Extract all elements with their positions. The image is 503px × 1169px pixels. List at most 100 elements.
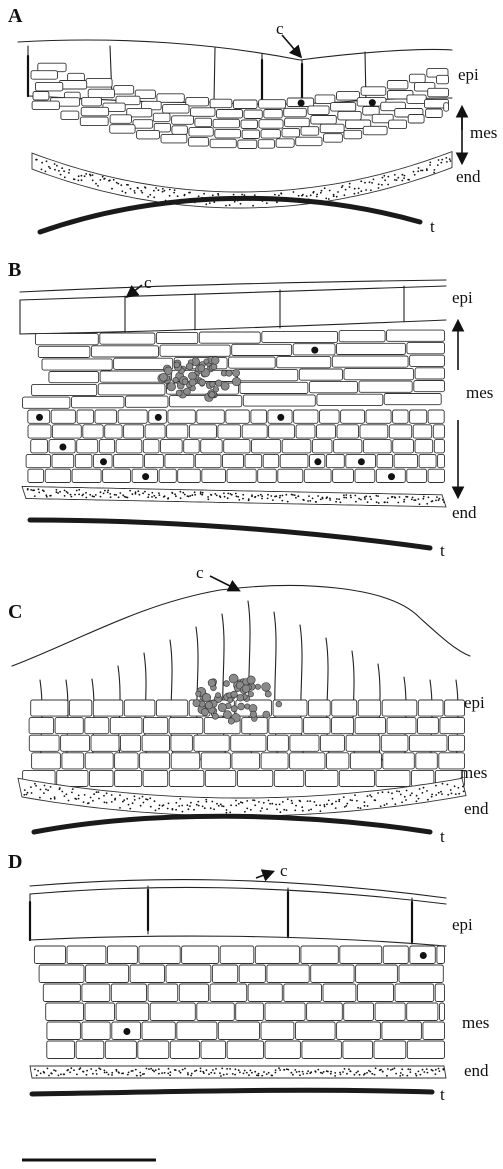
endodermis-speckle — [278, 195, 280, 197]
cell — [210, 99, 232, 108]
cell — [343, 1041, 373, 1059]
cell — [280, 454, 308, 467]
endodermis-speckle — [449, 158, 451, 160]
cell — [103, 469, 131, 482]
endodermis-speckle — [155, 1069, 157, 1071]
endodermis-speckle — [238, 803, 240, 805]
endodermis-speckle — [325, 198, 327, 200]
cell — [304, 469, 331, 482]
endodermis-speckle — [394, 1067, 396, 1069]
endodermis-speckle — [236, 495, 238, 497]
panel-a-mesophyll — [31, 63, 449, 148]
cell — [165, 454, 194, 467]
endodermis-speckle — [100, 491, 102, 493]
endodermis-speckle — [428, 496, 430, 498]
cell — [255, 946, 299, 964]
cell — [418, 700, 443, 716]
endodermis-speckle — [420, 1074, 422, 1076]
endodermis-speckle — [104, 178, 106, 180]
endodermis-speckle — [384, 179, 386, 181]
endodermis-speckle — [53, 1069, 55, 1071]
endodermis-speckle — [78, 798, 80, 800]
cell — [440, 718, 465, 734]
cell — [238, 370, 298, 381]
endodermis-speckle — [61, 167, 63, 169]
cell — [110, 718, 142, 734]
endodermis-speckle — [315, 804, 317, 806]
endodermis-speckle — [206, 1069, 208, 1071]
endodermis-speckle — [155, 497, 157, 499]
cell — [167, 425, 188, 438]
endodermis-speckle — [130, 188, 132, 190]
endodermis-speckle — [45, 171, 47, 173]
cell — [237, 770, 272, 786]
endodermis-speckle — [258, 1075, 260, 1077]
endodermis-speckle — [200, 491, 202, 493]
endodermis-speckle — [411, 792, 413, 794]
endodermis-speckle — [234, 1074, 236, 1076]
endodermis-speckle — [394, 803, 396, 805]
endodermis-speckle — [440, 162, 442, 164]
cell — [82, 1022, 110, 1040]
cell — [294, 410, 318, 423]
endodermis-speckle — [128, 804, 130, 806]
cell — [387, 718, 416, 734]
cell — [267, 965, 309, 983]
endodermis-speckle — [308, 809, 310, 811]
endodermis-speckle — [407, 1068, 409, 1070]
crystal-cluster-part — [201, 708, 208, 715]
endodermis-speckle — [283, 809, 285, 811]
endodermis-speckle — [103, 493, 105, 495]
cell — [337, 425, 359, 438]
endodermis-speckle — [125, 496, 127, 498]
panel-a-c-label: c — [276, 19, 284, 38]
endodermis-speckle — [391, 792, 393, 794]
endodermis-speckle — [153, 190, 155, 192]
endodermis-speckle — [382, 177, 384, 179]
endodermis-speckle — [164, 190, 166, 192]
endodermis-speckle — [381, 184, 383, 186]
endodermis-speckle — [291, 1072, 293, 1074]
endodermis-speckle — [147, 799, 149, 801]
cell — [248, 984, 282, 1002]
endodermis-speckle — [423, 1071, 425, 1073]
endodermis-speckle — [455, 793, 457, 795]
endodermis-speckle — [153, 196, 155, 198]
endodermis-speckle — [399, 496, 401, 498]
endodermis-speckle — [120, 184, 122, 186]
endodermis-speckle — [229, 1068, 231, 1070]
cell — [366, 410, 391, 423]
cell — [337, 343, 406, 354]
endodermis-speckle — [248, 1074, 250, 1076]
cell — [232, 753, 260, 769]
endodermis-speckle — [435, 785, 437, 787]
endodermis-speckle — [394, 497, 396, 499]
endodermis-speckle — [80, 1067, 82, 1069]
panel-b-t-label: t — [440, 541, 445, 560]
endodermis-speckle — [148, 1068, 150, 1070]
endodermis-speckle — [182, 811, 184, 813]
endodermis-speckle — [220, 803, 222, 805]
cell — [171, 735, 193, 751]
endodermis-speckle — [367, 501, 369, 503]
cell — [361, 87, 386, 96]
cell — [426, 109, 443, 118]
endodermis-speckle — [127, 184, 129, 186]
endodermis-speckle — [175, 809, 177, 811]
endodermis-speckle — [426, 790, 428, 792]
cell — [23, 397, 70, 408]
endodermis-speckle — [292, 494, 294, 496]
cell — [227, 469, 256, 482]
endodermis-speckle — [59, 491, 61, 493]
endodermis-speckle — [123, 799, 125, 801]
endodermis-speckle — [446, 161, 448, 163]
endodermis-speckle — [338, 799, 340, 801]
cell — [327, 753, 349, 769]
endodermis-speckle — [252, 205, 254, 207]
endodermis-speckle — [350, 799, 352, 801]
idioblast-dot — [369, 99, 376, 106]
endodermis-speckle — [45, 789, 47, 791]
cell — [95, 410, 117, 423]
idioblast-dot — [388, 473, 395, 480]
endodermis-speckle — [139, 798, 141, 800]
